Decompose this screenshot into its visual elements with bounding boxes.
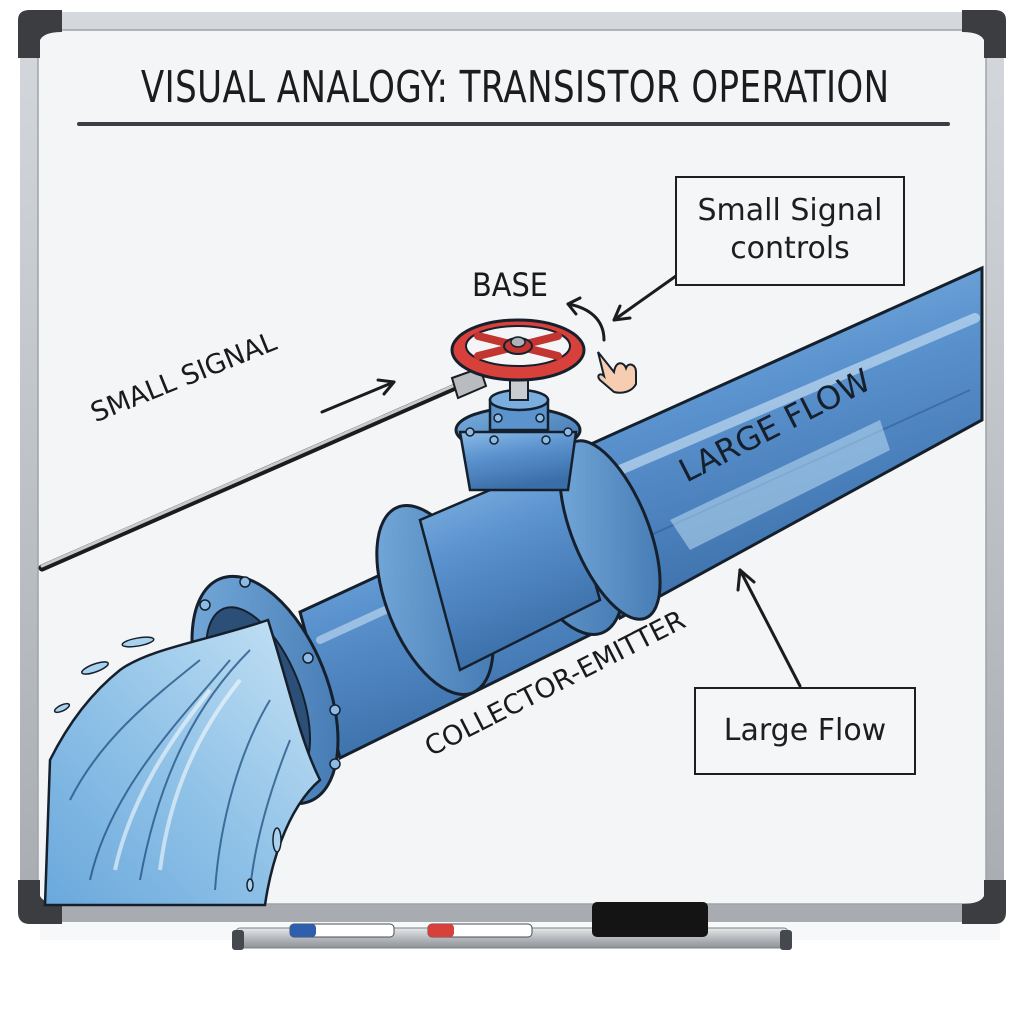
marker-tray — [232, 902, 792, 950]
red-marker[interactable] — [427, 923, 533, 938]
eraser[interactable] — [592, 902, 708, 937]
title-underline — [77, 122, 950, 126]
callout-large-flow: Large Flow — [694, 687, 916, 775]
corner-cap-top-right — [962, 10, 1006, 58]
small-signal-arrow — [320, 378, 396, 414]
callout-arrow-large-flow — [736, 568, 802, 688]
blue-marker[interactable] — [289, 923, 395, 938]
callout-arrow-small-signal — [612, 274, 678, 322]
hand-icon — [597, 351, 637, 394]
corner-cap-bottom-right — [962, 880, 1006, 924]
rotate-arrow-icon — [566, 296, 606, 342]
valve-body — [375, 367, 662, 696]
corner-cap-top-left — [18, 10, 62, 58]
signal-rod — [38, 366, 488, 572]
page-title: VISUAL ANALOGY: TRANSISTOR OPERATION — [140, 62, 890, 113]
label-base: BASE — [472, 266, 548, 304]
callout-small-signal-controls: Small Signal controls — [675, 176, 905, 286]
base-valve-wheel[interactable] — [450, 318, 586, 382]
corner-cap-bottom-left — [18, 880, 62, 924]
water-outflow — [43, 618, 322, 907]
